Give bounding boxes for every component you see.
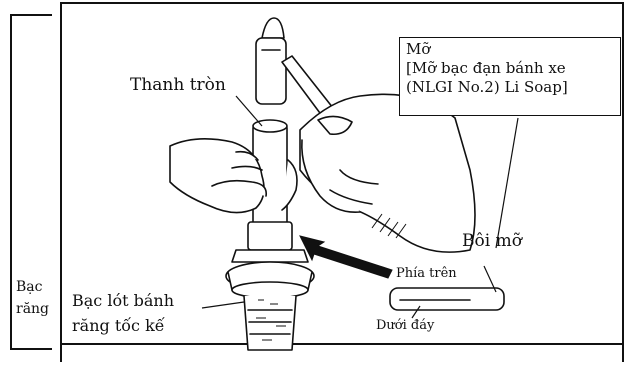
label-bushing-2: răng tốc kế [72, 318, 165, 334]
label-round-bar: Thanh tròn [130, 77, 226, 94]
grease-line-2: (NLGI No.2) Li Soap] [406, 78, 614, 97]
hand-icon [300, 94, 475, 252]
label-cut-1: Bạc [16, 280, 42, 294]
speedometer-gear-icon [226, 222, 314, 350]
grease-line-1: [Mỡ bạc đạn bánh xe [406, 59, 614, 78]
label-top-side: Phía trên [396, 267, 457, 280]
label-cut-2: răng [16, 302, 49, 316]
label-apply-grease: Bôi mỡ [462, 233, 522, 250]
arrow-icon [300, 236, 392, 278]
grease-title: Mỡ [406, 40, 614, 59]
label-bottom-side: Dưới đáy [376, 319, 434, 332]
label-bushing-1: Bạc lót bánh [72, 293, 174, 309]
grease-callout: Mỡ [Mỡ bạc đạn bánh xe (NLGI No.2) Li So… [399, 37, 621, 116]
bushing-icon [390, 288, 504, 310]
